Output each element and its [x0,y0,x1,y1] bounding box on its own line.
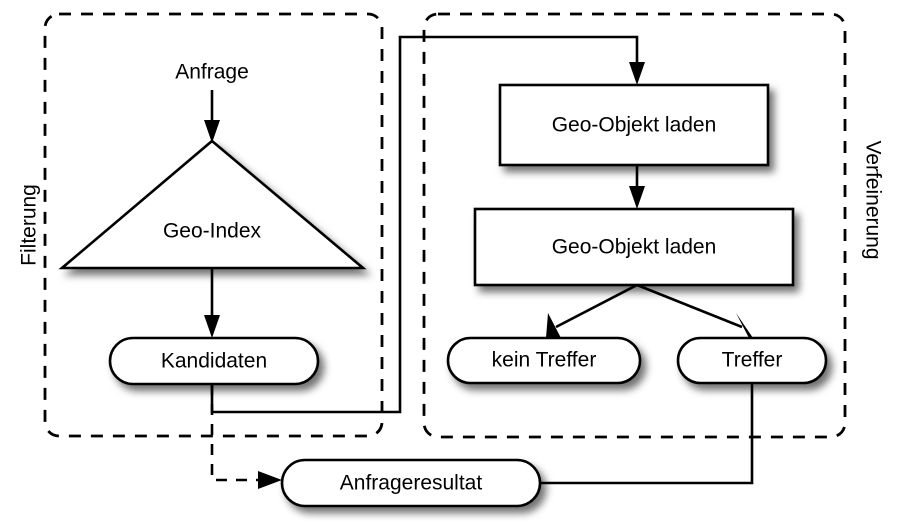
node-kein-treffer-label: kein Treffer [492,349,597,372]
node-anfrage: Anfrage [175,61,249,84]
node-treffer: Treffer [676,336,828,385]
edge-treffer-to-anfrageresultat [540,383,754,485]
arrowhead-geo-objekt-laden-1-to-2 [629,186,645,209]
group-label-filterung: Filterung [18,184,41,266]
arrowhead-anfrage-to-geo-index [204,120,220,143]
group-label-verfeinerung: Verfeinerung [861,140,884,259]
node-geo-index: Geo-Index [58,139,367,270]
edge-kandidaten-to-anfrageresultat [210,384,262,482]
node-geo-objekt-laden-2: Geo-Objekt laden [473,207,795,287]
node-kein-treffer: kein Treffer [446,336,642,385]
node-anfrageresultat-label: Anfrageresultat [340,472,483,495]
node-geo-index-label: Geo-Index [163,220,262,243]
arrowhead-geo-objekt-laden-2-to-treffer [736,313,753,340]
node-kandidaten: Kandidaten [108,336,320,386]
arrowhead-geo-objekt-laden-2-to-kein-treffer [546,313,562,340]
node-geo-objekt-laden-1-label: Geo-Objekt laden [552,114,717,137]
node-geo-objekt-laden-1: Geo-Objekt laden [498,83,770,167]
edge-geo-objekt-laden-2-to-treffer [636,283,743,329]
arrowhead-kandidaten-to-anfrageresultat [258,471,282,489]
node-treffer-label: Treffer [722,349,783,372]
node-anfrageresultat: Anfrageresultat [280,458,542,508]
edge-geo-objekt-laden-2-to-kein-treffer [555,283,638,329]
node-kandidaten-label: Kandidaten [161,350,267,373]
arrowhead-geo-index-to-kandidaten [204,315,220,338]
group-box-filterung [43,12,384,438]
arrowhead-kandidaten-to-geo-objekt-laden-1 [629,62,645,85]
node-geo-objekt-laden-2-label: Geo-Objekt laden [552,236,717,259]
